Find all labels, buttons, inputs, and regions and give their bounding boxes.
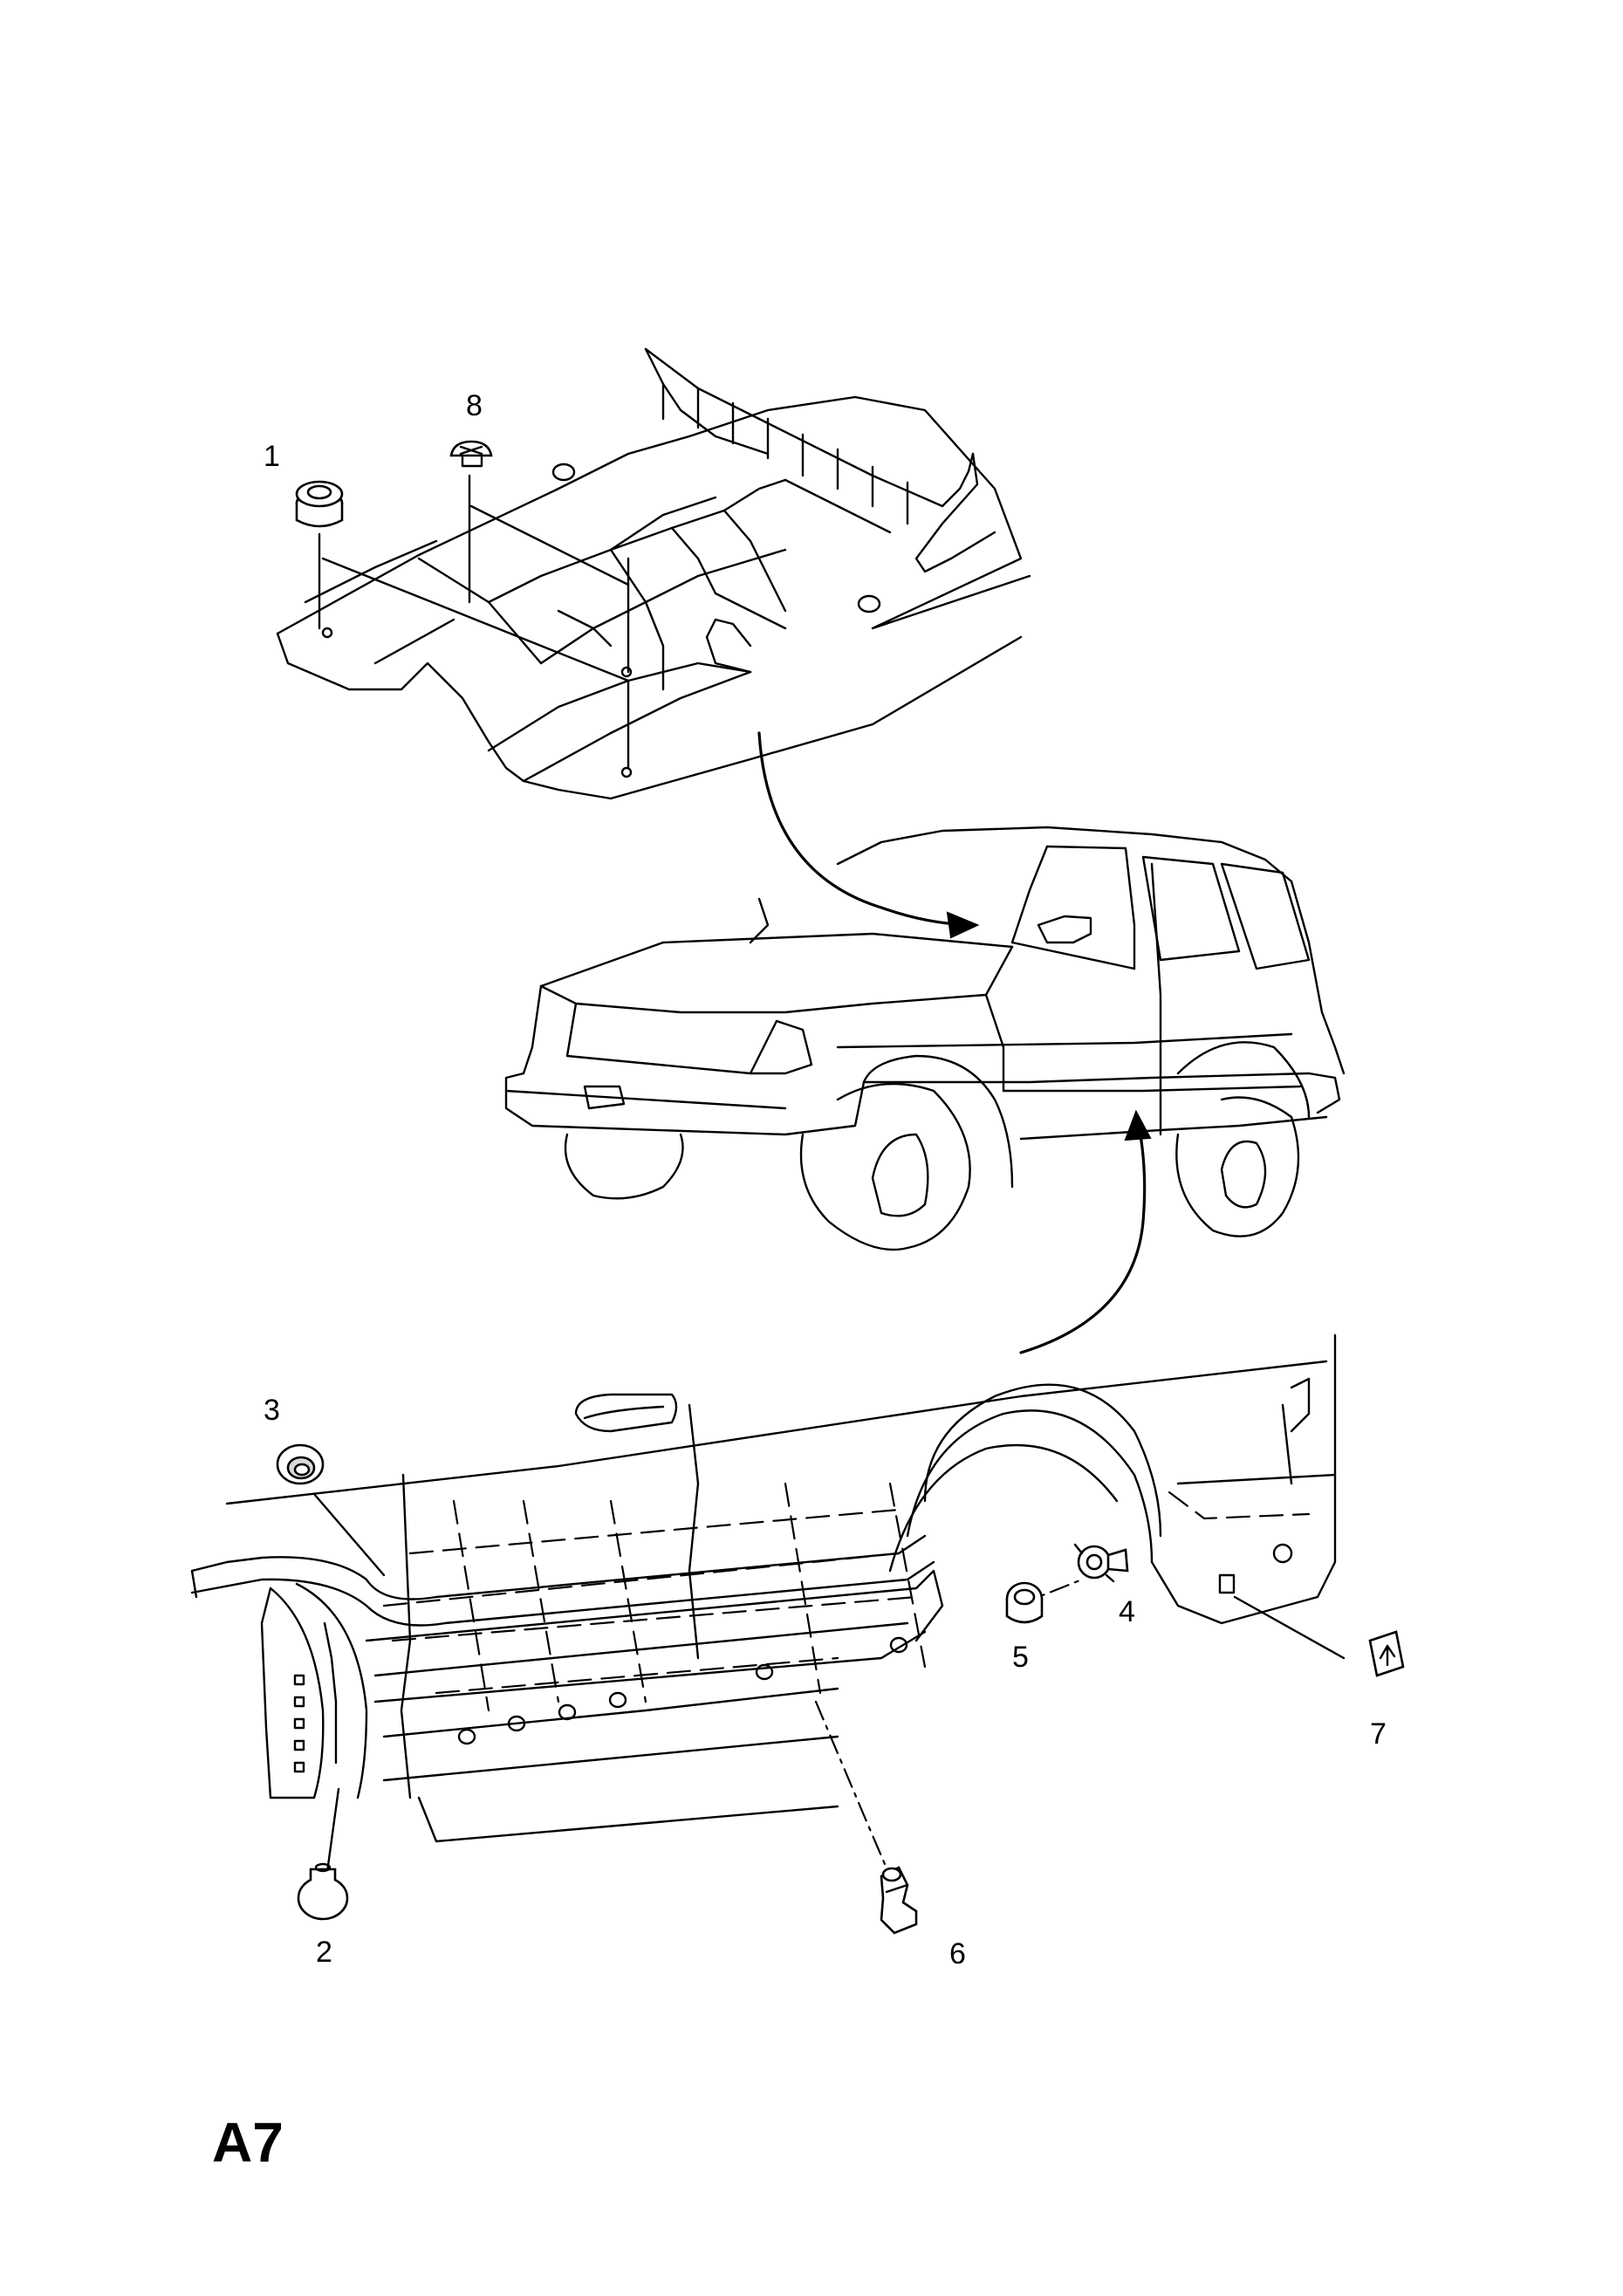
callout-8: 8 [466,389,483,422]
sill-to-vehicle-arrow [1019,1109,1152,1354]
callout-6: 6 [949,1937,966,1970]
part-3-grommet [276,1443,325,1485]
leader-part-3 [312,1492,386,1577]
page-code: A7 [212,2111,284,2174]
part-2-clip [297,1862,349,1921]
callout-7: 7 [1370,1717,1387,1751]
callout-5: 5 [1012,1641,1029,1674]
rocker-panel-illustration [190,1333,1337,1878]
part-6-clip [880,1866,918,1935]
part-7-retainer [1368,1630,1405,1677]
part-4-clip [1073,1543,1129,1583]
callout-2: 2 [316,1936,332,1969]
leader-part-2 [325,1787,340,1874]
callout-4: 4 [1119,1595,1135,1628]
part-8-plug [449,440,493,468]
callout-1: 1 [264,440,280,473]
floor-panel-illustration [276,347,1031,800]
floor-to-vehicle-arrow [757,731,980,939]
part-5-plug [1005,1581,1044,1624]
part-1-grommet [295,480,344,528]
leader-part-7 [1233,1595,1346,1660]
callout-3: 3 [264,1394,280,1427]
vehicle-illustration [504,826,1346,1251]
